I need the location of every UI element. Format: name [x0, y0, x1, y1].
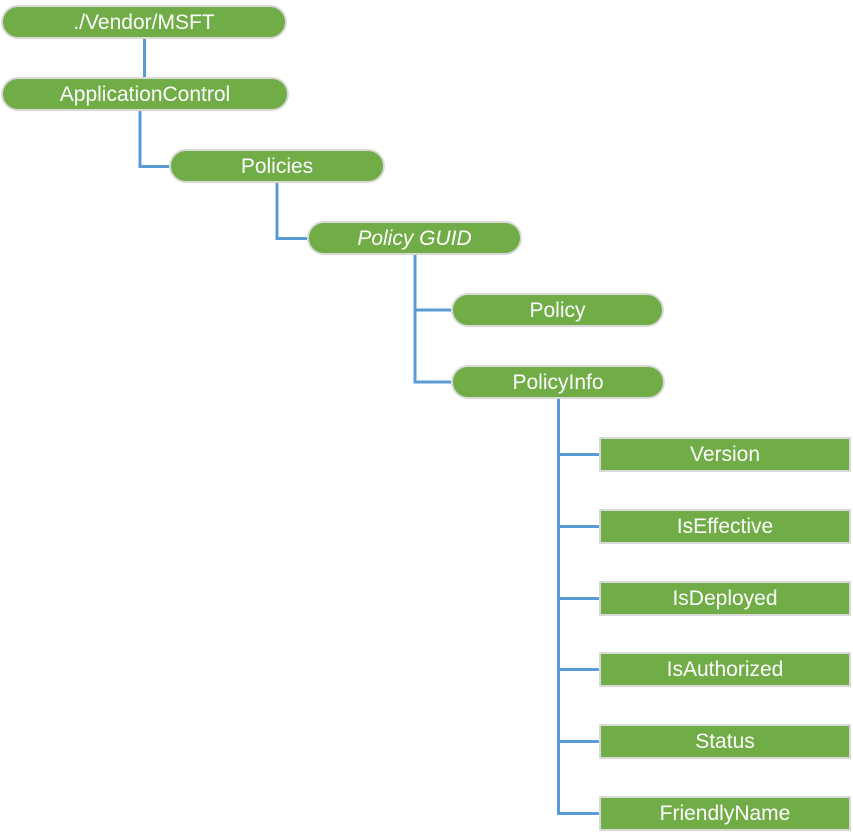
node-policy: Policy	[451, 293, 664, 327]
connector-policyinfo-trunk-to-friendlyname	[557, 399, 599, 815]
node-vendor-msft: ./Vendor/MSFT	[1, 5, 287, 39]
node-is-authorized: IsAuthorized	[599, 652, 851, 687]
node-application-control: ApplicationControl	[1, 77, 289, 111]
connector-policies-to-policyguid	[275, 183, 307, 240]
node-version: Version	[599, 437, 851, 472]
node-policies: Policies	[169, 149, 385, 183]
connector-policyguid-to-policyinfo	[413, 255, 451, 384]
node-friendly-name: FriendlyName	[599, 796, 851, 831]
node-is-effective: IsEffective	[599, 509, 851, 544]
node-status: Status	[599, 724, 851, 759]
node-policy-info: PolicyInfo	[451, 365, 665, 399]
connector-applicationcontrol-to-policies	[138, 111, 169, 168]
node-policy-guid: Policy GUID	[307, 221, 522, 255]
node-is-deployed: IsDeployed	[599, 581, 851, 616]
